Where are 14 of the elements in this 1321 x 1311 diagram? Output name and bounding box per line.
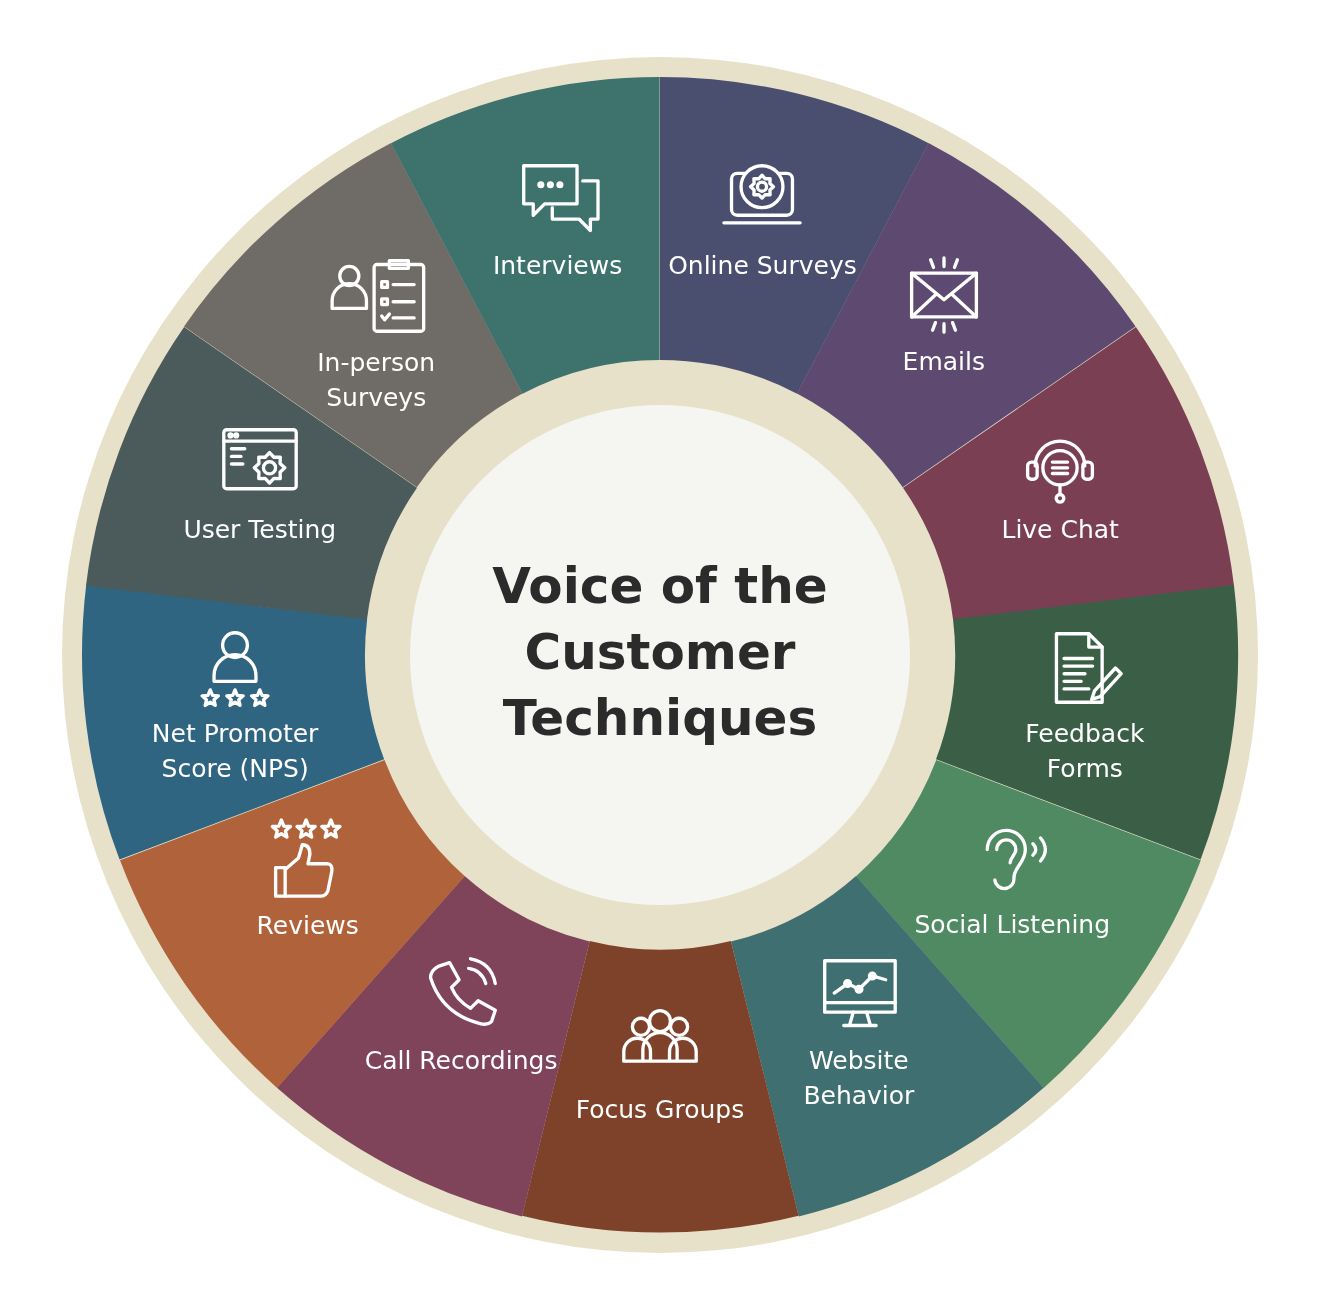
segment-label: Social Listening [913,909,1112,942]
segment-label: Focus Groups [574,1094,746,1126]
title-text: Voice of the Customer Techniques [491,556,829,749]
segment-label: User Testing [182,514,338,547]
segment-label: Live Chat [1000,514,1120,547]
segment-label: Feedback Forms [1024,717,1146,785]
segment-label: Website Behavior [802,1044,916,1112]
segment-label: Interviews [491,250,624,283]
segment-label: Call Recordings [363,1044,559,1077]
segment-label: Online Surveys [667,250,858,283]
segment-label: Reviews [255,910,360,943]
segment-label: Emails [901,345,986,378]
segment-label: In-person Surveys [316,346,437,414]
segment-label: Net Promoter Score (NPS) [150,717,320,785]
